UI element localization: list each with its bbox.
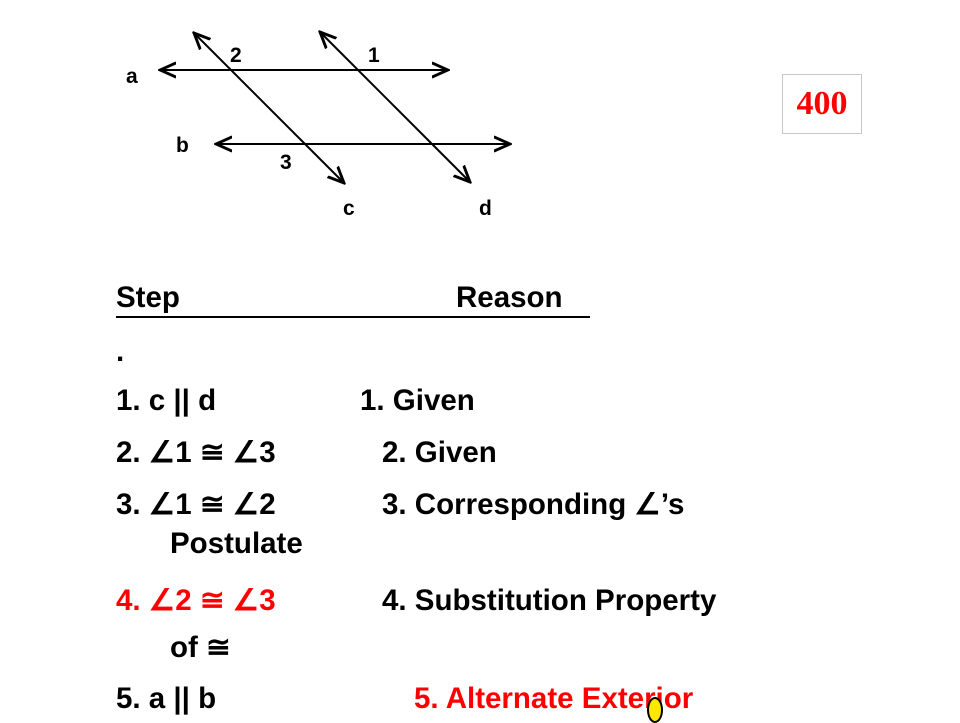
angle-3-label: 3 (280, 151, 292, 174)
reason-column-header: Reason (456, 281, 563, 314)
line-b-label: b (176, 134, 189, 157)
step-4: 4. ∠2 ≅ ∠3 (116, 584, 276, 617)
reason-1: 1. Given (360, 384, 475, 417)
proof-header: Step Reason (116, 283, 946, 325)
angle-1-label: 1 (368, 44, 380, 67)
line-c (194, 33, 344, 183)
pointer-cursor (647, 697, 663, 723)
point-value-box: 400 (782, 74, 862, 134)
reason-2: 2. Given (382, 436, 497, 469)
header-underline (116, 316, 590, 318)
step-2: 2. ∠1 ≅ ∠3 (116, 436, 276, 469)
reason-3: 3. Corresponding ∠’s (382, 488, 685, 521)
angle-2-label: 2 (230, 44, 242, 67)
reason-4: 4. Substitution Property (382, 584, 717, 617)
parallel-lines-diagram (0, 0, 960, 240)
line-c-label: c (343, 197, 355, 220)
reason-5: 5. Alternate Exterior (414, 682, 694, 715)
step-column-header: Step (116, 281, 180, 314)
step-3: 3. ∠1 ≅ ∠2 (116, 488, 276, 521)
two-column-proof: Step Reason . 1. c || d 1. Given 2. ∠1 ≅… (116, 283, 946, 713)
line-a-label: a (126, 65, 138, 88)
step-5: 5. a || b (116, 682, 217, 715)
header-period: . (116, 335, 125, 368)
line-d (320, 32, 470, 182)
line-d-label: d (479, 197, 492, 220)
step-1: 1. c || d (116, 384, 217, 417)
